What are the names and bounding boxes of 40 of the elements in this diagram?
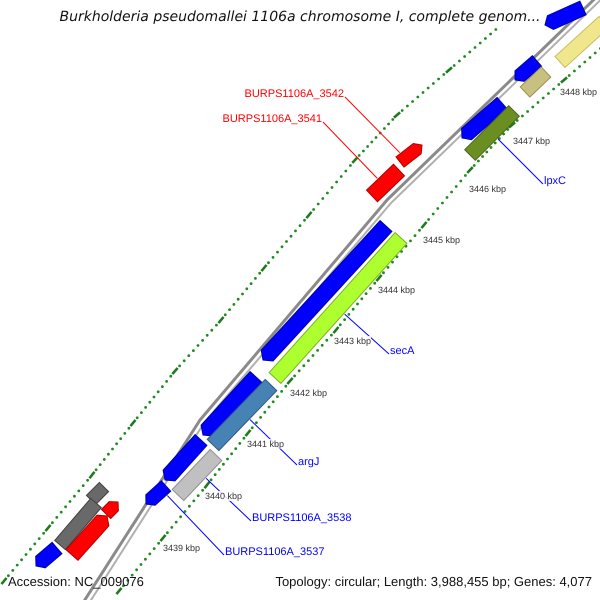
leader-line [344,96,400,154]
scale-label: 3439 kbp [163,543,200,553]
diagram-title: Burkholderia pseudomallei 1106a chromosome I, complete genom... [59,9,541,25]
leader-line [498,138,544,184]
scale-label: 3442 kbp [290,388,328,398]
scale-label: 3444 kbp [378,285,416,295]
gene-label: BURPS1106A_3538 [252,512,352,524]
gene-label: BURPS1106A_3537 [225,546,324,558]
gene-label: argJ [298,456,320,468]
scale-label: 3440 kbp [205,491,242,501]
scale-label: 3443 kbp [334,336,372,346]
gene-label: BURPS1106A_3542 [244,88,344,100]
genome-summary: Topology: circular; Length: 3,988,455 bp; Genes: 4,077 [275,574,592,589]
gene-feature [461,96,508,140]
accession-label: Accession: NC_009076 [8,574,144,589]
gene-feature [514,55,542,82]
gene-bar [520,66,552,98]
leader-line [344,314,390,354]
leader-line [322,122,378,179]
gene-label: lpxC [544,175,566,187]
gene-feature [162,434,208,482]
gene-bar [554,16,600,68]
gene-label: BURPS1106A_3541 [222,113,322,125]
gene-feature [65,514,110,561]
gene-feature [35,542,63,568]
gene-bar [54,498,102,550]
gene-bar [86,482,110,506]
scale-label: 3445 kbp [423,235,460,245]
gene-label: secA [390,345,414,357]
gene-feature [100,501,119,520]
gene-bar [366,164,406,202]
gene-feature [544,0,587,30]
gene-feature [145,480,172,506]
gene-feature [200,370,263,437]
scale-label: 3448 kbp [560,87,598,97]
gene-feature [395,142,423,168]
scale-label: 3441 kbp [247,439,284,449]
scale-label: 3447 kbp [513,136,550,146]
scale-label: 3446 kbp [469,184,506,194]
leader-line [166,495,224,556]
